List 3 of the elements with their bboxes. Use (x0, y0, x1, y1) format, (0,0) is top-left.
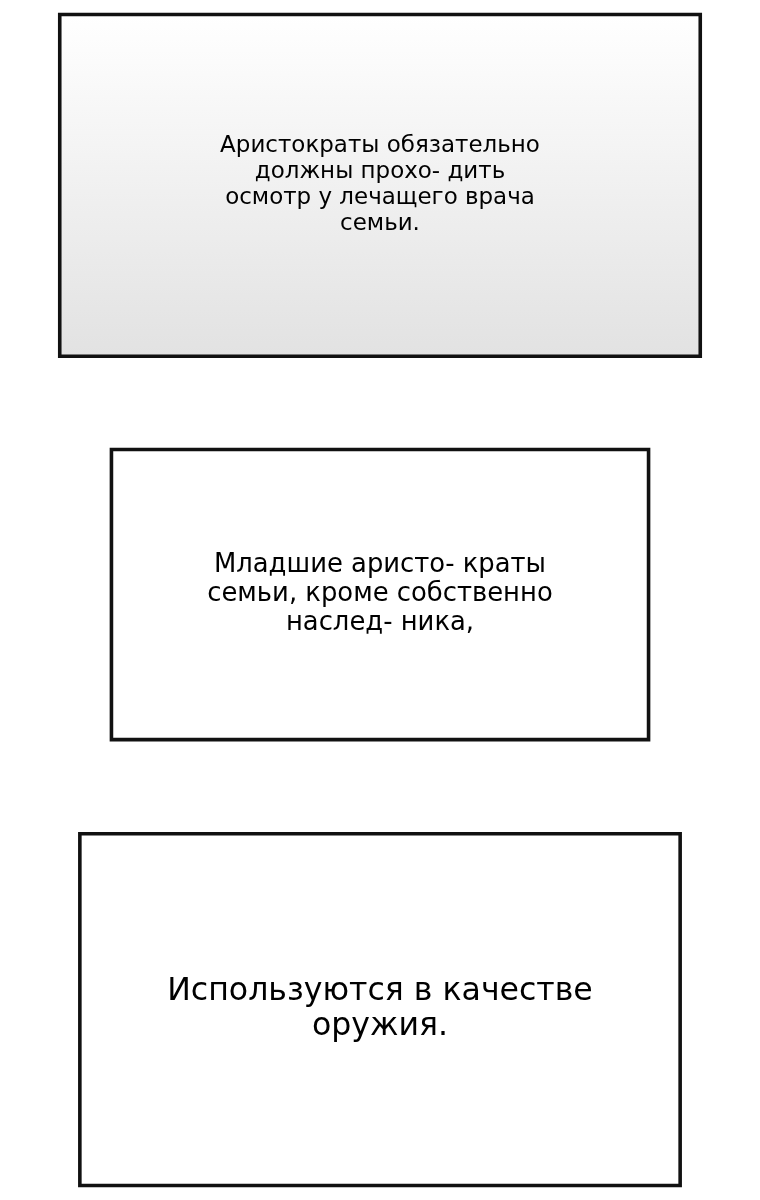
node-box: Младшие аристо- краты семьи, кроме собственно наслед- ника, (109, 447, 651, 742)
node-box: Используются в качестве оружия. (78, 831, 682, 1188)
node-box: Аристократы обязательно должны прохо- дить осмотр у лечащего врача семьи. (57, 12, 703, 358)
